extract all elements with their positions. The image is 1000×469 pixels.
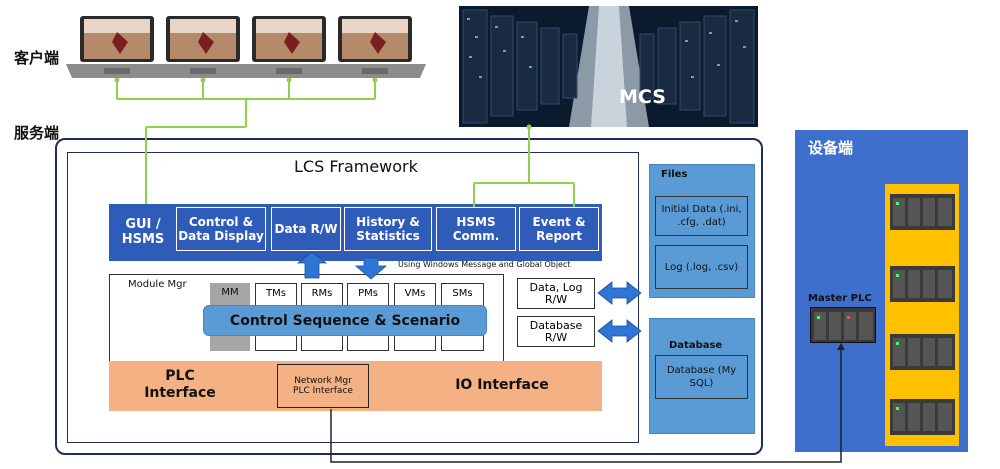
mcs-server-room-image: MCS bbox=[459, 6, 758, 127]
double-arrow-icon bbox=[597, 281, 642, 305]
gui-hsms-label: GUI / HSMS bbox=[121, 217, 165, 247]
server-boundary bbox=[55, 138, 763, 455]
laptop-icon bbox=[148, 14, 258, 88]
client-label: 客户端 bbox=[14, 49, 60, 67]
hsms-comm-box: HSMS Comm. bbox=[436, 207, 516, 251]
control-data-display-box: Control & Data Display bbox=[176, 207, 266, 251]
laptop-icon bbox=[62, 14, 172, 88]
interface-band bbox=[109, 361, 602, 411]
network-mgr-box: Network Mgr PLC Interface bbox=[277, 364, 369, 408]
plc-unit-icon bbox=[890, 266, 955, 302]
io-interface-label: IO Interface bbox=[455, 376, 549, 393]
event-report-box: Event & Report bbox=[519, 207, 599, 251]
plc-unit-icon bbox=[890, 194, 955, 230]
database-box: Database (My SQL) bbox=[655, 355, 748, 399]
module-mgr-label: Module Mgr bbox=[128, 279, 187, 290]
laptop-icon bbox=[320, 14, 430, 88]
database-title: Database bbox=[669, 340, 723, 351]
data-rw-box: Data R/W bbox=[271, 207, 341, 251]
files-panel bbox=[649, 164, 755, 298]
windows-message-note: Using Windows Message and Global Object bbox=[398, 260, 571, 269]
client-bus-lines bbox=[116, 80, 575, 207]
log-box: Log (.log, .csv) bbox=[655, 245, 748, 289]
initial-data-box: Initial Data (.ini, .cfg, .dat) bbox=[655, 196, 748, 236]
files-title: Files bbox=[661, 169, 688, 180]
network-mgr-label: Network Mgr bbox=[294, 376, 352, 386]
plc-interface-label: PLC Interface bbox=[144, 368, 216, 401]
network-plc-interface-label: PLC Interface bbox=[293, 386, 353, 396]
double-arrow-icon bbox=[597, 319, 642, 343]
master-plc-icon bbox=[810, 307, 876, 343]
master-plc-label: Master PLC bbox=[808, 293, 872, 304]
database-panel bbox=[649, 318, 755, 434]
device-label: 设备端 bbox=[808, 139, 854, 157]
server-label: 服务端 bbox=[14, 124, 60, 142]
database-rw-box: Database R/W bbox=[517, 316, 595, 347]
network-cable-line bbox=[330, 346, 842, 463]
mcs-label: MCS bbox=[619, 86, 666, 108]
down-arrow-icon bbox=[354, 257, 388, 280]
laptop-icon bbox=[234, 14, 344, 88]
control-sequence-box: Control Sequence & Scenario bbox=[203, 305, 487, 336]
data-log-rw-box: Data, Log R/W bbox=[517, 278, 595, 309]
up-arrow-icon bbox=[296, 251, 328, 279]
plc-unit-icon bbox=[890, 334, 955, 370]
history-statistics-box: History & Statistics bbox=[344, 207, 432, 251]
lcs-framework-title: LCS Framework bbox=[294, 157, 418, 176]
plc-unit-icon bbox=[890, 399, 955, 435]
